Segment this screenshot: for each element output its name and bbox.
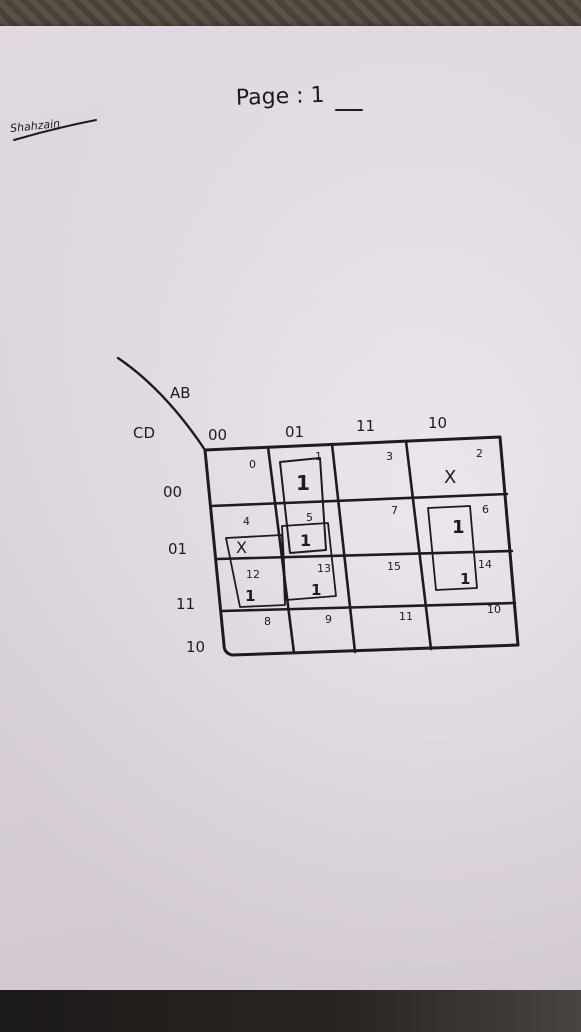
cell-index-0: 0 <box>249 458 256 471</box>
kmap-col-label-11: 11 <box>356 417 375 435</box>
cell-value-14: 1 <box>460 570 470 588</box>
cell-index-7: 7 <box>391 504 398 517</box>
group-loop-m1-m5 <box>279 457 327 554</box>
cell-value-2: X <box>444 467 456 488</box>
kmap-vline-3 <box>404 439 433 651</box>
paper-sheet <box>0 26 581 996</box>
signature: Shahzain <box>9 117 60 135</box>
kmap-col-variable: AB <box>170 384 191 402</box>
cell-index-12: 12 <box>246 568 260 581</box>
kmap-outer-border <box>203 435 520 657</box>
kmap-col-label-01: 01 <box>285 423 304 441</box>
cell-index-4: 4 <box>243 515 250 528</box>
kmap-vline-2 <box>330 442 357 654</box>
signature-underline <box>13 119 97 141</box>
kmap-row-label-00: 00 <box>163 483 182 501</box>
cell-index-11: 11 <box>399 610 413 623</box>
kmap-vline-1 <box>266 445 296 655</box>
cell-index-5: 5 <box>306 511 313 524</box>
cell-value-4: X <box>236 538 247 557</box>
kmap-row-label-11: 11 <box>176 595 195 613</box>
kmap-diagonal-line <box>116 356 207 452</box>
cell-index-1: 1 <box>315 450 322 463</box>
cell-value-1: 1 <box>296 471 310 495</box>
kmap-row-label-10: 10 <box>186 638 205 656</box>
group-loop-m5-m13 <box>281 522 337 601</box>
cell-index-14: 14 <box>478 558 492 571</box>
kmap-hline-3 <box>220 601 517 613</box>
kmap-row-variable: CD <box>133 424 155 442</box>
kmap-row-label-01: 01 <box>168 540 187 558</box>
cell-index-9: 9 <box>325 613 332 626</box>
kmap-col-label-10: 10 <box>428 414 447 432</box>
page-label: Page : 1 <box>235 83 324 111</box>
cell-index-2: 2 <box>476 447 483 460</box>
cell-value-12: 1 <box>245 587 255 605</box>
kmap-hline-1 <box>209 492 509 508</box>
group-loop-m6-m14 <box>427 505 478 591</box>
cell-index-3: 3 <box>386 450 393 463</box>
cell-index-15: 15 <box>387 560 401 573</box>
group-loop-m4-m12 <box>225 534 286 608</box>
cell-index-13: 13 <box>317 562 331 575</box>
cell-value-5: 1 <box>300 531 311 550</box>
kmap-hline-2 <box>215 549 514 561</box>
cell-value-13: 1 <box>311 581 321 599</box>
cell-index-6: 6 <box>482 503 489 516</box>
kmap-col-label-00: 00 <box>208 426 227 444</box>
cell-value-6: 1 <box>452 517 465 538</box>
cell-index-10: 10 <box>487 603 501 616</box>
cell-index-8: 8 <box>264 615 271 628</box>
background-bottom <box>0 990 581 1032</box>
